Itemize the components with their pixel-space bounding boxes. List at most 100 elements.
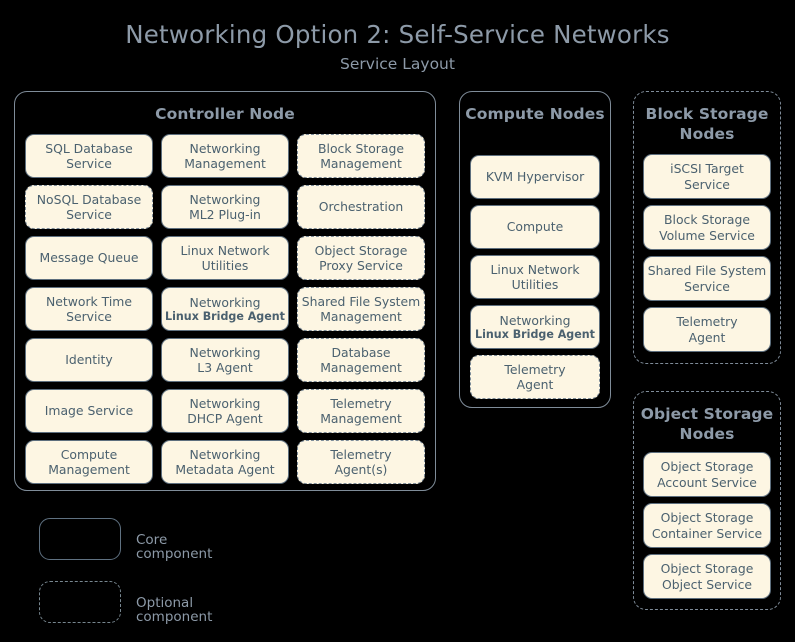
legend-optional-label: Optional component: [136, 595, 213, 625]
compute-nodes-title: Compute Nodes: [465, 105, 605, 123]
service-box-line1: Block Storage: [318, 140, 404, 156]
service-box-line1: NoSQL Database: [36, 191, 142, 207]
service-box-line2: Utilities: [511, 277, 559, 292]
service-box-line2: Volume Service: [659, 227, 755, 243]
service-box-line2: Agent: [688, 329, 726, 345]
page-title: Networking Option 2: Self-Service Networ…: [125, 20, 670, 49]
service-box-line1: Networking: [499, 312, 571, 328]
service-box-line1: Compute: [60, 446, 118, 462]
service-box-line2: Proxy Service: [319, 258, 403, 273]
page-subtitle: Service Layout: [340, 54, 455, 73]
service-box-line1: Linux Network: [180, 242, 270, 258]
block-storage-nodes-container: Block Storage Nodes: [633, 91, 781, 364]
compute-service-box-1: KVM Hypervisor: [470, 155, 600, 199]
service-box-line2: ML2 Plug-in: [189, 207, 261, 222]
service-box-line1: Object Storage: [660, 561, 754, 577]
controller-service-box-c1r-6: Image Service: [25, 389, 153, 433]
service-box-line1: Database: [331, 344, 391, 360]
legend-optional-swatch: [39, 581, 121, 623]
service-box-line2: Service: [684, 176, 730, 192]
service-box-line2: Service: [66, 207, 112, 222]
service-box-line1: Networking: [189, 294, 261, 310]
legend-core-label: Core component: [136, 532, 213, 562]
compute-nodes-container: Compute Nodes: [459, 91, 611, 408]
service-box-line2: Utilities: [201, 258, 249, 273]
service-box-line1: KVM Hypervisor: [485, 169, 585, 185]
service-box-line2: Linux Bridge Agent: [475, 327, 595, 341]
service-box-line1: Networking: [189, 446, 261, 462]
controller-service-box-c1r-5: Identity: [25, 338, 153, 382]
service-box-line2: Service: [684, 278, 730, 294]
object-storage-nodes-container: Object Storage Nodes: [633, 391, 781, 610]
service-box-line2: Management: [184, 156, 266, 171]
service-box-line1: Message Queue: [39, 250, 139, 266]
service-box-line2: Management: [48, 462, 130, 477]
service-box-line2: Linux Bridge Agent: [165, 309, 285, 323]
service-box-line2: Metadata Agent: [175, 462, 275, 477]
service-box-line1: Telemetry: [504, 361, 566, 377]
service-box-line2: Account Service: [657, 474, 757, 490]
service-box-line1: iSCSI Target: [670, 161, 744, 177]
service-box-line1: Object Storage: [660, 510, 754, 526]
diagram-title-block: Networking Option 2: Self-Service Networ…: [0, 20, 795, 73]
service-box-line2: Management: [320, 360, 402, 375]
service-box-line1: Compute: [506, 219, 564, 235]
service-box-line1: Telemetry: [676, 314, 738, 330]
service-box-line1: Block Storage: [664, 212, 750, 228]
controller-node-container: Controller Node: [14, 91, 436, 491]
service-box-line2: Object Service: [661, 576, 753, 592]
service-box-line1: Telemetry: [330, 395, 392, 411]
controller-node-title: Controller Node: [155, 105, 295, 123]
service-box-line1: Image Service: [44, 403, 134, 419]
block-storage-nodes-title: Block Storage Nodes: [645, 105, 769, 144]
service-box-line1: Linux Network: [490, 261, 580, 277]
service-box-line1: Shared File System: [301, 293, 421, 309]
compute-service-box-2: Compute: [470, 205, 600, 249]
service-box-line1: Orchestration: [318, 199, 404, 215]
service-box-line1: Networking: [189, 140, 261, 156]
service-box-line2: Management: [320, 156, 402, 171]
service-box-line2: DHCP Agent: [187, 411, 263, 426]
service-box-line2: Management: [320, 411, 402, 426]
service-box-line1: Shared File System: [647, 263, 767, 279]
controller-service-box-c3r-2: Orchestration: [297, 185, 425, 229]
service-box-line1: Networking: [189, 344, 261, 360]
service-box-line1: SQL Database: [45, 140, 133, 156]
service-box-line2: Service: [66, 309, 112, 324]
object-storage-nodes-title: Object Storage Nodes: [640, 405, 774, 444]
service-box-line2: L3 Agent: [197, 360, 253, 375]
service-box-line1: Network Time: [46, 293, 132, 309]
service-box-line1: Identity: [65, 352, 113, 368]
service-box-line2: Agent(s): [334, 462, 388, 477]
service-box-line1: Telemetry: [330, 446, 392, 462]
controller-service-box-c1r-3: Message Queue: [25, 236, 153, 280]
service-box-line2: Service: [66, 156, 112, 171]
service-box-line1: Object Storage: [314, 242, 408, 258]
legend-core-swatch: [39, 518, 121, 560]
service-box-line2: Agent: [516, 377, 554, 392]
service-box-line1: Networking: [189, 191, 261, 207]
service-box-line1: Networking: [189, 395, 261, 411]
